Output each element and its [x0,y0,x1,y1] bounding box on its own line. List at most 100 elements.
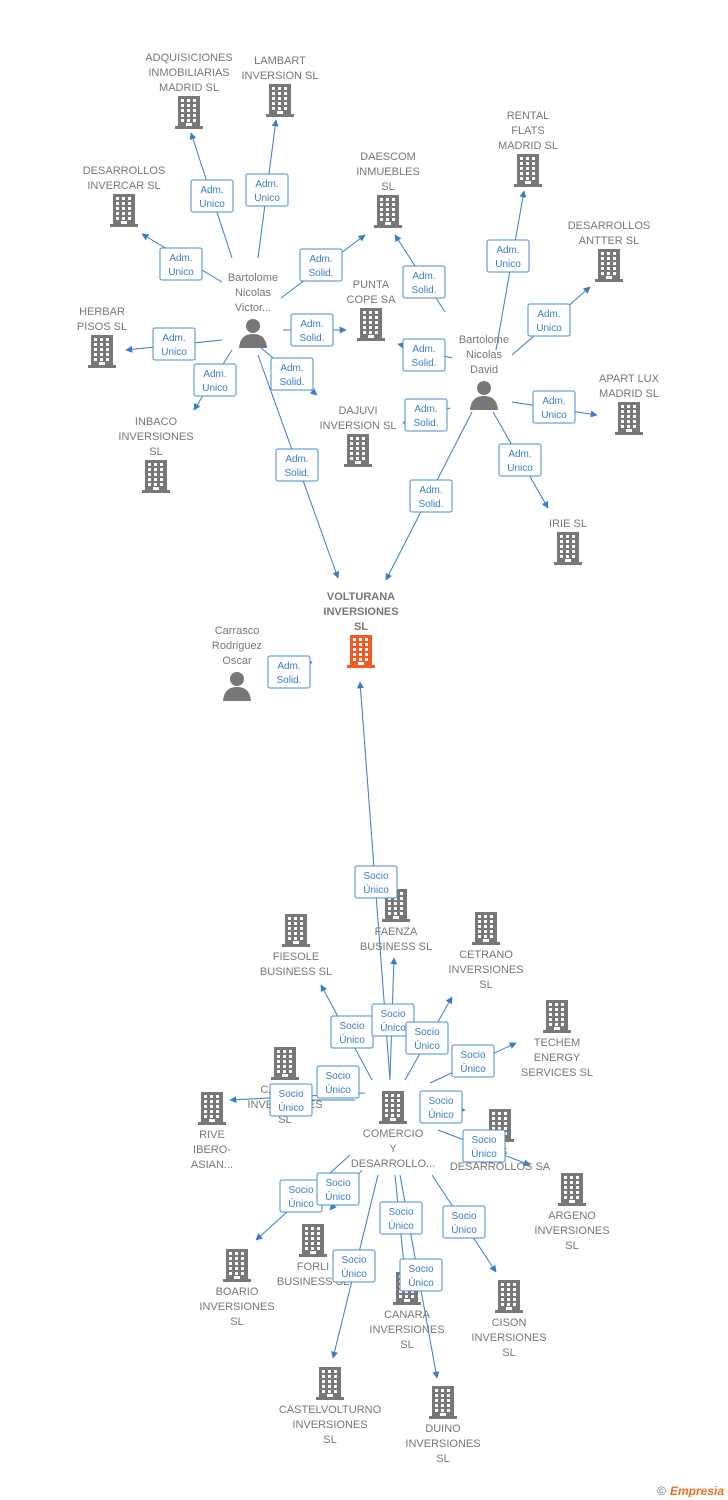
edge-role-label[interactable]: Adm.Unico [190,179,234,213]
edge-role-label[interactable]: Adm.Unico [486,239,530,273]
edge-label-text: Solid. [411,285,436,296]
node-label-text: APART LUX [599,373,660,385]
building-icon [472,912,500,945]
node-label-text: SL [565,1240,578,1252]
edge-role-label[interactable]: Adm.Solid. [402,338,446,372]
node-label-text: INVERSIONES [118,431,193,443]
node-label-text: COPE SA [347,294,397,306]
edge-role-label[interactable]: Adm.Unico [245,173,289,207]
edge-label-text: Adm. [203,369,226,380]
node-label-text: PUNTA [353,279,390,291]
node-label-text: COMERCIO [363,1128,424,1140]
edge-role-label[interactable]: Adm.Unico [159,247,203,281]
edge-label-text: Único [388,1219,414,1232]
edge-label-text: Socio [363,871,388,882]
edge-role-label[interactable]: Adm.Unico [152,327,196,361]
edge-label-text: Único [460,1062,486,1075]
edge-role-label[interactable]: Adm.Solid. [290,313,334,347]
node-rive[interactable]: RIVEIBERO-ASIAN... [191,1092,233,1171]
edge-label-text: Socio [288,1185,313,1196]
edge-label-text: Solid. [284,468,309,479]
node-bartolome_v[interactable]: BartolomeNicolasVictor... [228,272,278,348]
building-icon [110,194,138,227]
node-comercio[interactable]: COMERCIOYDESARROLLO... [351,1091,435,1170]
node-label-text: DESARROLLOS [83,165,166,177]
node-punta[interactable]: PUNTA COPE SA [347,279,397,341]
node-label-text: MADRID SL [159,82,219,94]
edge-label-text: Adm. [280,363,303,374]
edge-role-label[interactable]: Adm.Solid. [404,398,448,432]
edge-label-text: Solid. [418,499,443,510]
edge-label-text: Socio [278,1089,303,1100]
edge-label-text: Único [380,1021,406,1034]
edge-role-label[interactable]: Adm.Unico [532,390,576,424]
edge-label-text: Socio [414,1027,439,1038]
edge-label-text: Único [325,1190,351,1203]
building-icon [282,914,310,947]
node-label-text: CETRANO [459,949,513,961]
edge-role-label[interactable]: Adm.Unico [498,443,542,477]
edge-label-text: Único [451,1223,477,1236]
person-icon [223,672,251,701]
node-label-text: SERVICES SL [521,1067,593,1079]
edge-role-label[interactable]: Adm.Solid. [267,655,311,689]
node-label-text: DESARROLLOS [568,220,651,232]
edge-role-label[interactable]: Adm.Solid. [270,357,314,391]
edge-role-label[interactable]: Adm.Solid. [275,448,319,482]
node-label-text: ADQUISICIONES [145,52,232,64]
edge-label-text: Solid. [308,268,333,279]
person-icon [239,319,267,348]
edge-label-text: Adm. [255,179,278,190]
edge-role-label[interactable]: Adm.Solid. [402,265,446,299]
node-label-text: BUSINESS SL [277,1276,349,1288]
edge-role-label[interactable]: Adm.Unico [193,363,237,397]
node-irie[interactable]: IRIE SL [549,518,587,565]
node-label-text: Bartolome [228,272,278,284]
edge-role-label[interactable]: Adm.Unico [527,303,571,337]
edge-label-text: Unico [199,199,225,210]
edge-role-label[interactable]: Adm.Solid. [409,479,453,513]
edge-label-text: Socio [451,1211,476,1222]
footer-brand[interactable]: ©Empresia [657,1484,724,1498]
node-label-text: SL [149,446,162,458]
edge-role-label[interactable]: Adm.Solid. [299,248,343,282]
